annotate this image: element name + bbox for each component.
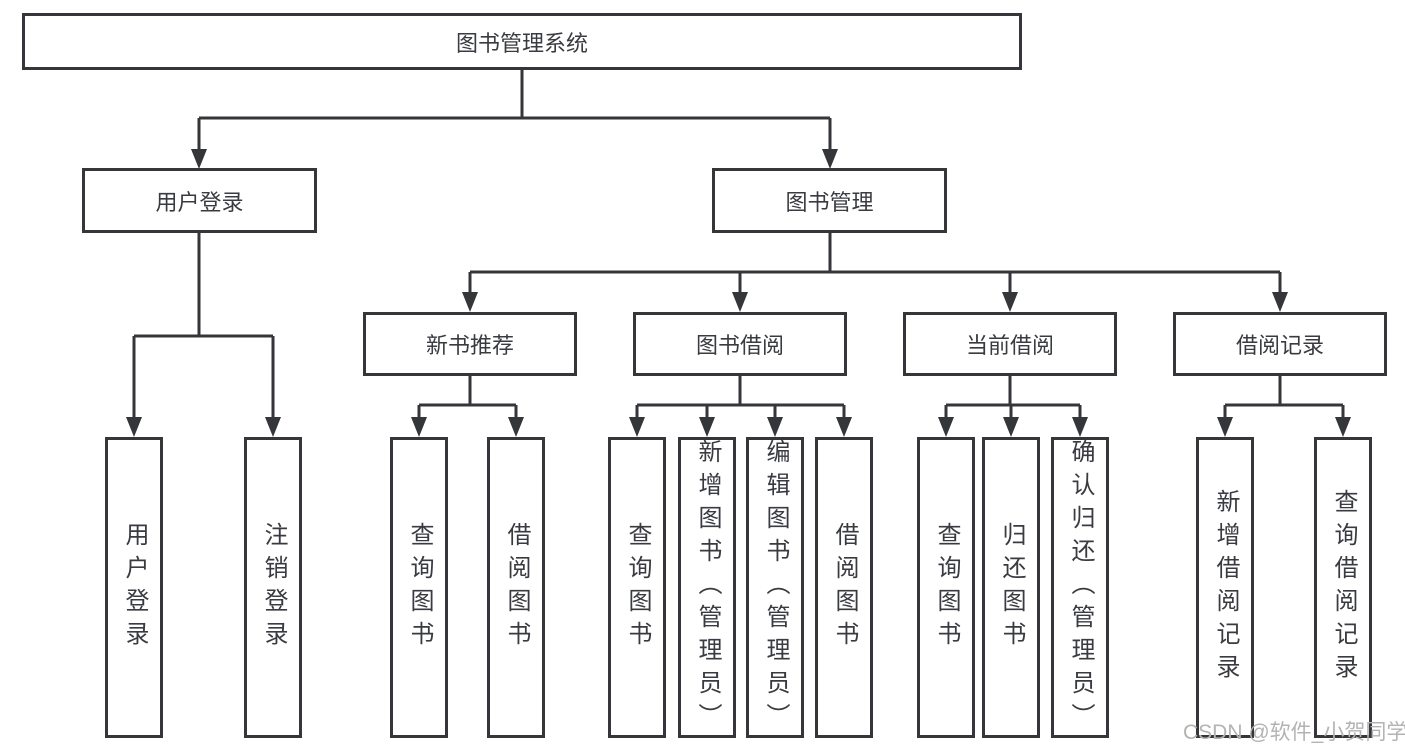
- node-label: 查询图书: [624, 521, 651, 654]
- csdn-watermark: CSDN @软件_小贺同学: [1183, 721, 1405, 744]
- node-label: 新增图书（管理员）: [694, 439, 721, 736]
- node-label: 图书管理系统: [455, 30, 588, 56]
- leaf-borrowing-add-books-admin: 新增图书（管理员）: [678, 437, 736, 738]
- node-label: 查询图书: [933, 521, 960, 654]
- node-label: 新增借阅记录: [1212, 488, 1239, 687]
- node-label: 确认归还（管理员）: [1067, 439, 1094, 736]
- leaf-current-return-books: 归还图书: [982, 437, 1040, 738]
- node-label: 图书借阅: [695, 333, 784, 358]
- node-label: 归还图书: [998, 521, 1025, 654]
- node-label: 借阅记录: [1235, 333, 1324, 358]
- node-label: 查询图书: [406, 521, 433, 654]
- leaf-current-confirm-return-admin: 确认归还（管理员）: [1051, 437, 1109, 738]
- node-book-management-branch: 图书管理: [712, 168, 947, 233]
- node-label: 图书管理: [785, 189, 874, 215]
- node-label: 借阅图书: [503, 521, 530, 654]
- node-label: 查询借阅记录: [1330, 488, 1357, 687]
- node-label: 用户登录: [155, 189, 244, 215]
- leaf-current-query-books: 查询图书: [917, 437, 975, 738]
- node-label: 当前借阅: [965, 333, 1054, 358]
- leaf-borrowing-edit-books-admin: 编辑图书（管理员）: [746, 437, 804, 738]
- node-user-login-branch: 用户登录: [82, 168, 317, 233]
- leaf-borrowing-query-books: 查询图书: [608, 437, 666, 738]
- node-label: 新书推荐: [425, 333, 514, 358]
- leaf-recommend-query-books: 查询图书: [390, 437, 448, 738]
- leaf-records-add-record: 新增借阅记录: [1196, 437, 1254, 738]
- node-label: 编辑图书（管理员）: [762, 439, 789, 736]
- node-new-book-recommend: 新书推荐: [363, 312, 577, 376]
- node-label: 注销登录: [260, 521, 287, 654]
- leaf-user-login: 用户登录: [105, 437, 163, 738]
- leaf-logout: 注销登录: [244, 437, 302, 738]
- node-current-borrowing: 当前借阅: [903, 312, 1117, 376]
- node-label: 用户登录: [121, 521, 148, 654]
- node-label: 借阅图书: [831, 521, 858, 654]
- leaf-borrowing-borrow-books: 借阅图书: [815, 437, 873, 738]
- leaf-recommend-borrow-books: 借阅图书: [487, 437, 545, 738]
- node-library-management-system: 图书管理系统: [22, 13, 1022, 70]
- node-borrowing-records: 借阅记录: [1173, 312, 1387, 376]
- leaf-records-query-record: 查询借阅记录: [1314, 437, 1372, 738]
- node-book-borrowing: 图书借阅: [633, 312, 847, 376]
